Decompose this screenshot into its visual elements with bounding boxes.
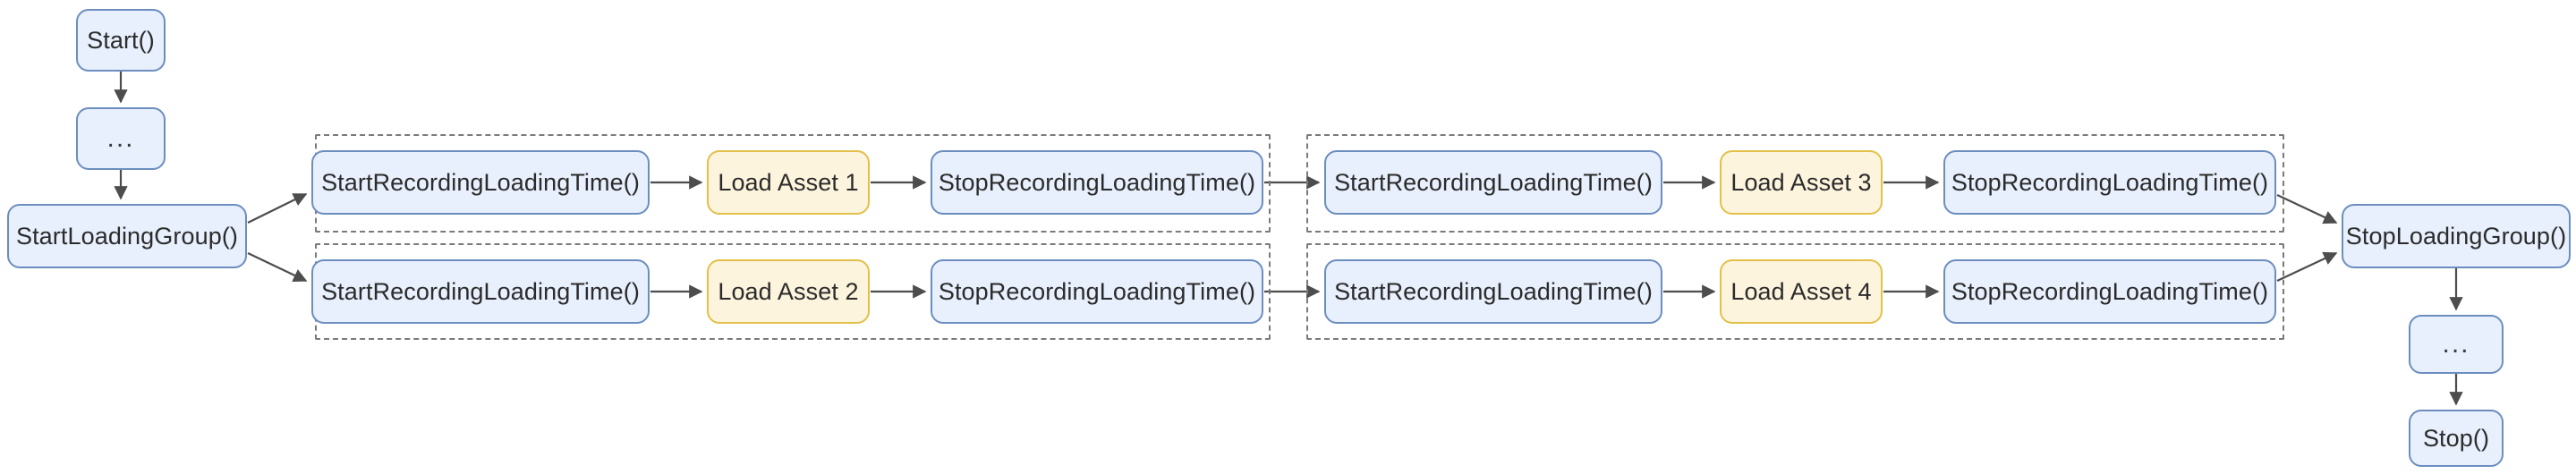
- node-g2-r2-start-recording[interactable]: StartRecordingLoadingTime(): [1324, 259, 1662, 324]
- node-stop-loading-group[interactable]: StopLoadingGroup(): [2342, 204, 2571, 268]
- edge-g2r2-to-stoploadinggroup: [2276, 251, 2338, 282]
- edge-g2r1-to-stoploadinggroup: [2276, 194, 2338, 224]
- node-ellipsis-bottom[interactable]: ...: [2409, 315, 2504, 374]
- node-start[interactable]: Start(): [76, 9, 166, 72]
- node-g2-r2-load-asset[interactable]: Load Asset 4: [1720, 259, 1883, 324]
- node-g1-r1-start-recording[interactable]: StartRecordingLoadingTime(): [311, 150, 650, 215]
- edge-startloadinggroup-to-g1r2: [247, 252, 308, 282]
- node-g1-r1-load-asset[interactable]: Load Asset 1: [707, 150, 870, 215]
- node-g1-r1-stop-recording[interactable]: StopRecordingLoadingTime(): [931, 150, 1263, 215]
- node-start-loading-group[interactable]: StartLoadingGroup(): [7, 204, 247, 268]
- node-ellipsis-top[interactable]: ...: [76, 107, 166, 170]
- node-g2-r1-start-recording[interactable]: StartRecordingLoadingTime(): [1324, 150, 1662, 215]
- node-g1-r2-stop-recording[interactable]: StopRecordingLoadingTime(): [931, 259, 1263, 324]
- edge-startloadinggroup-to-g1r1: [247, 193, 308, 224]
- node-stop[interactable]: Stop(): [2409, 410, 2504, 467]
- node-g2-r1-stop-recording[interactable]: StopRecordingLoadingTime(): [1943, 150, 2276, 215]
- node-g2-r2-stop-recording[interactable]: StopRecordingLoadingTime(): [1943, 259, 2276, 324]
- node-g1-r2-load-asset[interactable]: Load Asset 2: [707, 259, 870, 324]
- node-g1-r2-start-recording[interactable]: StartRecordingLoadingTime(): [311, 259, 650, 324]
- node-g2-r1-load-asset[interactable]: Load Asset 3: [1720, 150, 1883, 215]
